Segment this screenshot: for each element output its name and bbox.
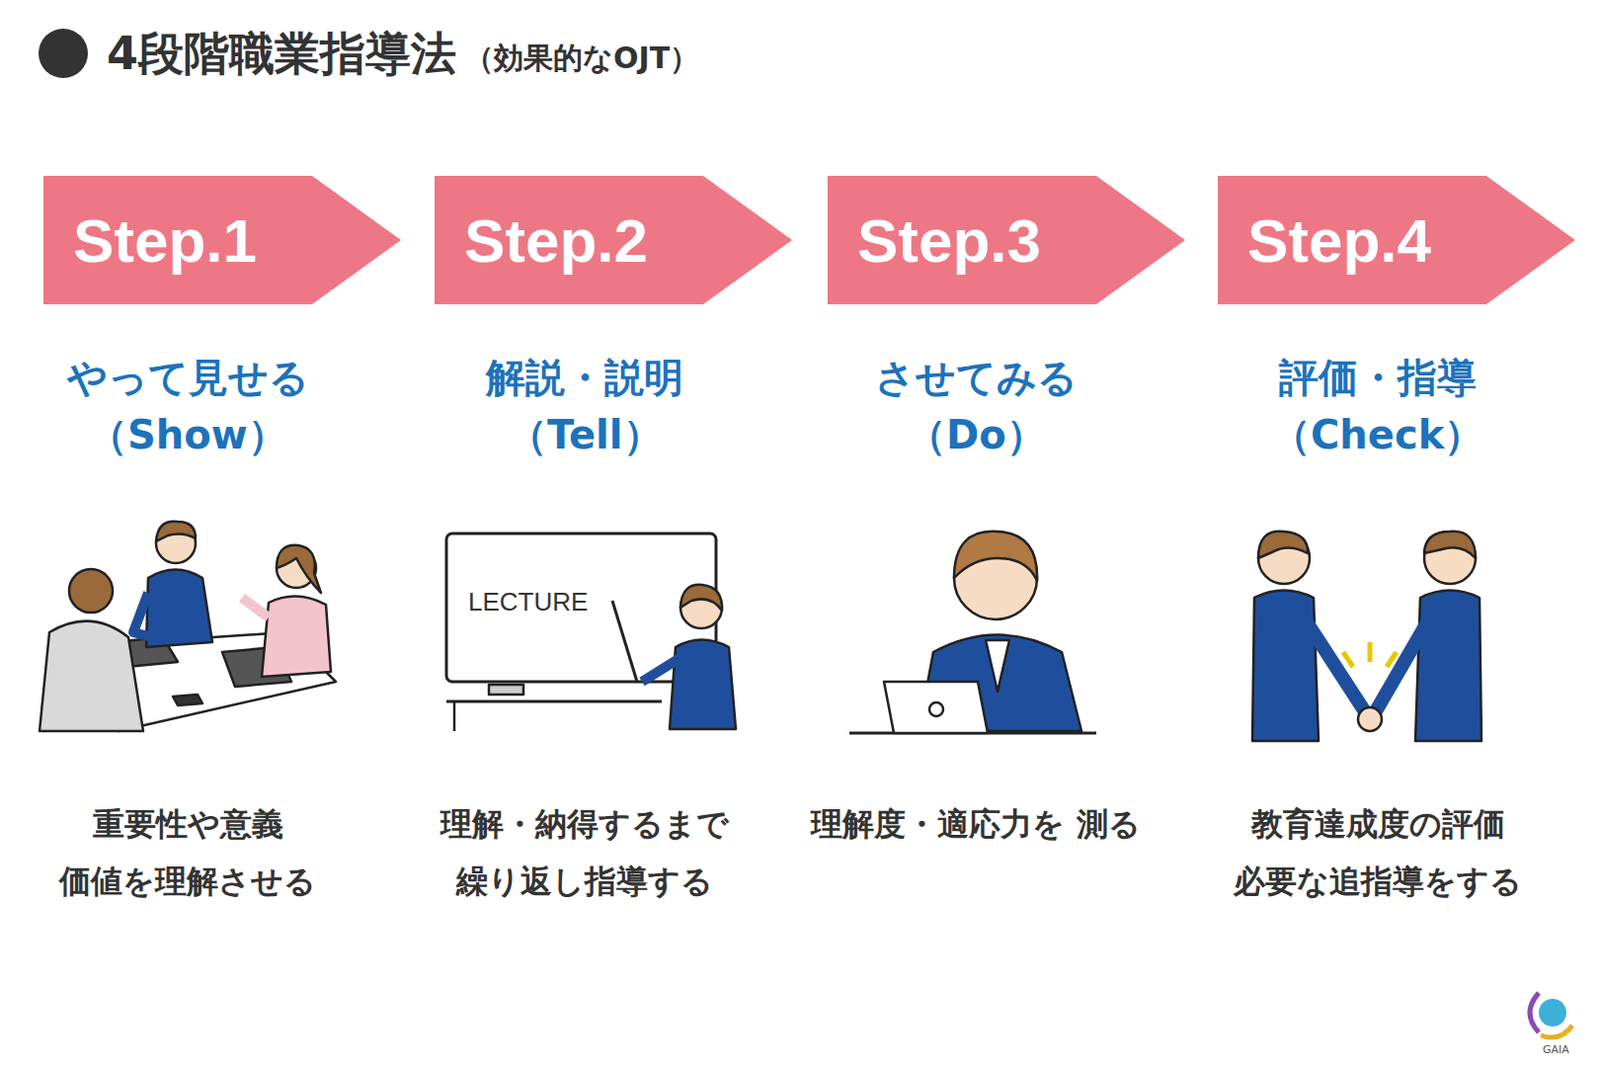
handshake-illustration-part <box>1343 651 1354 667</box>
meeting-illustration-part <box>133 592 163 640</box>
arrow-fill <box>434 175 793 305</box>
handshake-illustration-part <box>1258 531 1308 559</box>
step-heading: 解説・説明 <box>485 350 684 405</box>
meeting-illustration-part <box>261 595 331 677</box>
meeting-illustration-part <box>156 521 196 542</box>
meeting-illustration-part <box>276 545 321 593</box>
step-description: 重要性や意義 価値を理解させる <box>4 795 371 910</box>
step-english: （Show） <box>87 407 288 463</box>
worker-illustration-part <box>954 531 1038 581</box>
lecture-illustration-part <box>453 701 457 731</box>
meeting-illustration-part <box>241 597 269 618</box>
step-label: Step.3 <box>857 205 1041 276</box>
handshake-illustration-part <box>1358 707 1382 731</box>
whiteboard-text: LECTURE <box>468 586 588 618</box>
lecture-illustration-part <box>446 533 717 682</box>
handshake-illustration-part <box>1252 590 1319 742</box>
handshake-illustration-part <box>1386 651 1397 667</box>
step-english: （Do） <box>906 407 1046 463</box>
lecture-illustration-part <box>612 600 638 682</box>
arrow-fill <box>827 175 1186 305</box>
step-heading: やって見せる <box>67 350 310 405</box>
lecture-illustration-part <box>680 584 722 611</box>
step-arrow: Step.3 <box>827 175 1186 305</box>
title: 4段階職業指導法 <box>106 23 457 85</box>
worker-illustration-part <box>883 681 988 733</box>
logo-mark-part <box>1540 1025 1573 1038</box>
handshake-illustration <box>1252 531 1482 741</box>
lecture-illustration-part <box>446 700 662 704</box>
step-arrow: Step.2 <box>434 175 793 305</box>
logo-mark-part <box>1529 992 1539 1033</box>
step-label: Step.2 <box>464 205 648 276</box>
logo-mark-part <box>1538 998 1567 1027</box>
step-arrow: Step.4 <box>1217 175 1576 305</box>
meeting-illustration-part <box>69 568 113 613</box>
lecture-illustration <box>446 533 736 731</box>
worker-illustration-part <box>929 702 944 717</box>
step-description: 理解度・適応力を 測る <box>793 795 1159 853</box>
step-heading: 評価・指導 <box>1279 350 1477 405</box>
lecture-illustration-part <box>488 684 524 695</box>
worker-illustration <box>849 531 1097 733</box>
step-label: Step.4 <box>1247 205 1432 276</box>
lecture-illustration-part <box>669 640 736 730</box>
title-bullet <box>38 28 88 79</box>
step-description: 教育達成度の評価 必要な追指導をする <box>1195 795 1561 910</box>
arrow-fill <box>1217 175 1576 305</box>
handshake-illustration-part <box>1415 590 1482 742</box>
meeting-illustration-part <box>172 694 203 706</box>
meeting-illustration <box>39 521 336 731</box>
step-heading: させてみる <box>875 350 1078 405</box>
step-arrow: Step.1 <box>43 175 401 305</box>
arrow-fill <box>43 175 401 305</box>
worker-illustration-part <box>985 640 1010 692</box>
handshake-illustration-part <box>1372 617 1431 717</box>
logo-text: GAIA <box>1542 1042 1570 1056</box>
meeting-illustration-part <box>39 621 144 731</box>
handshake-illustration-part <box>1367 641 1373 662</box>
step-english: （Check） <box>1271 407 1484 463</box>
handshake-illustration-part <box>1424 531 1476 559</box>
lecture-illustration-part <box>641 656 682 682</box>
handshake-illustration-part <box>1303 617 1368 717</box>
subtitle: （効果的なOJT） <box>464 38 700 80</box>
step-label: Step.1 <box>73 205 257 276</box>
logo-mark <box>1529 992 1573 1038</box>
step-english: （Tell） <box>507 407 663 463</box>
step-description: 理解・納得するまで 繰り返し指導する <box>401 795 768 910</box>
